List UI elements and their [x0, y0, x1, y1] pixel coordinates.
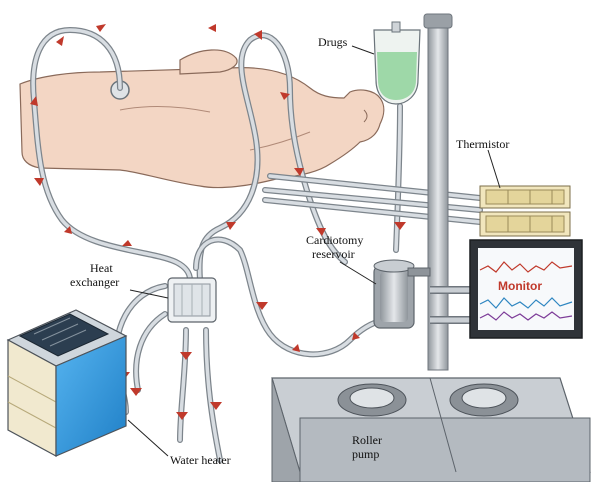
patient-body: [19, 49, 385, 189]
water-heater: [6, 309, 128, 458]
thermistor-unit: [479, 185, 571, 237]
label-roller-line1: Roller: [352, 433, 382, 447]
cardiotomy-reservoir: [373, 259, 431, 329]
label-drugs: Drugs: [318, 35, 348, 49]
flow-arrows: [30, 24, 406, 420]
labels: Drugs Thermistor Cardiotomy reservoir He…: [70, 35, 542, 467]
monitor-unit: [469, 239, 583, 339]
leader-lines: [127, 45, 501, 457]
label-heat-line1: Heat: [90, 261, 113, 275]
water-heater-panel: [55, 335, 127, 457]
label-heat-line2: exchanger: [70, 275, 119, 289]
label-roller-line2: pump: [352, 447, 379, 461]
roller-pump: [271, 377, 591, 482]
label-thermistor: Thermistor: [456, 137, 509, 151]
drug-bag: [373, 21, 421, 105]
label-monitor: Monitor: [498, 279, 542, 293]
label-water-heater: Water heater: [170, 453, 231, 467]
label-cardiotomy-line1: Cardiotomy: [306, 233, 363, 247]
heat-exchanger: [167, 277, 217, 323]
label-cardiotomy-line2: reservoir: [312, 247, 355, 261]
